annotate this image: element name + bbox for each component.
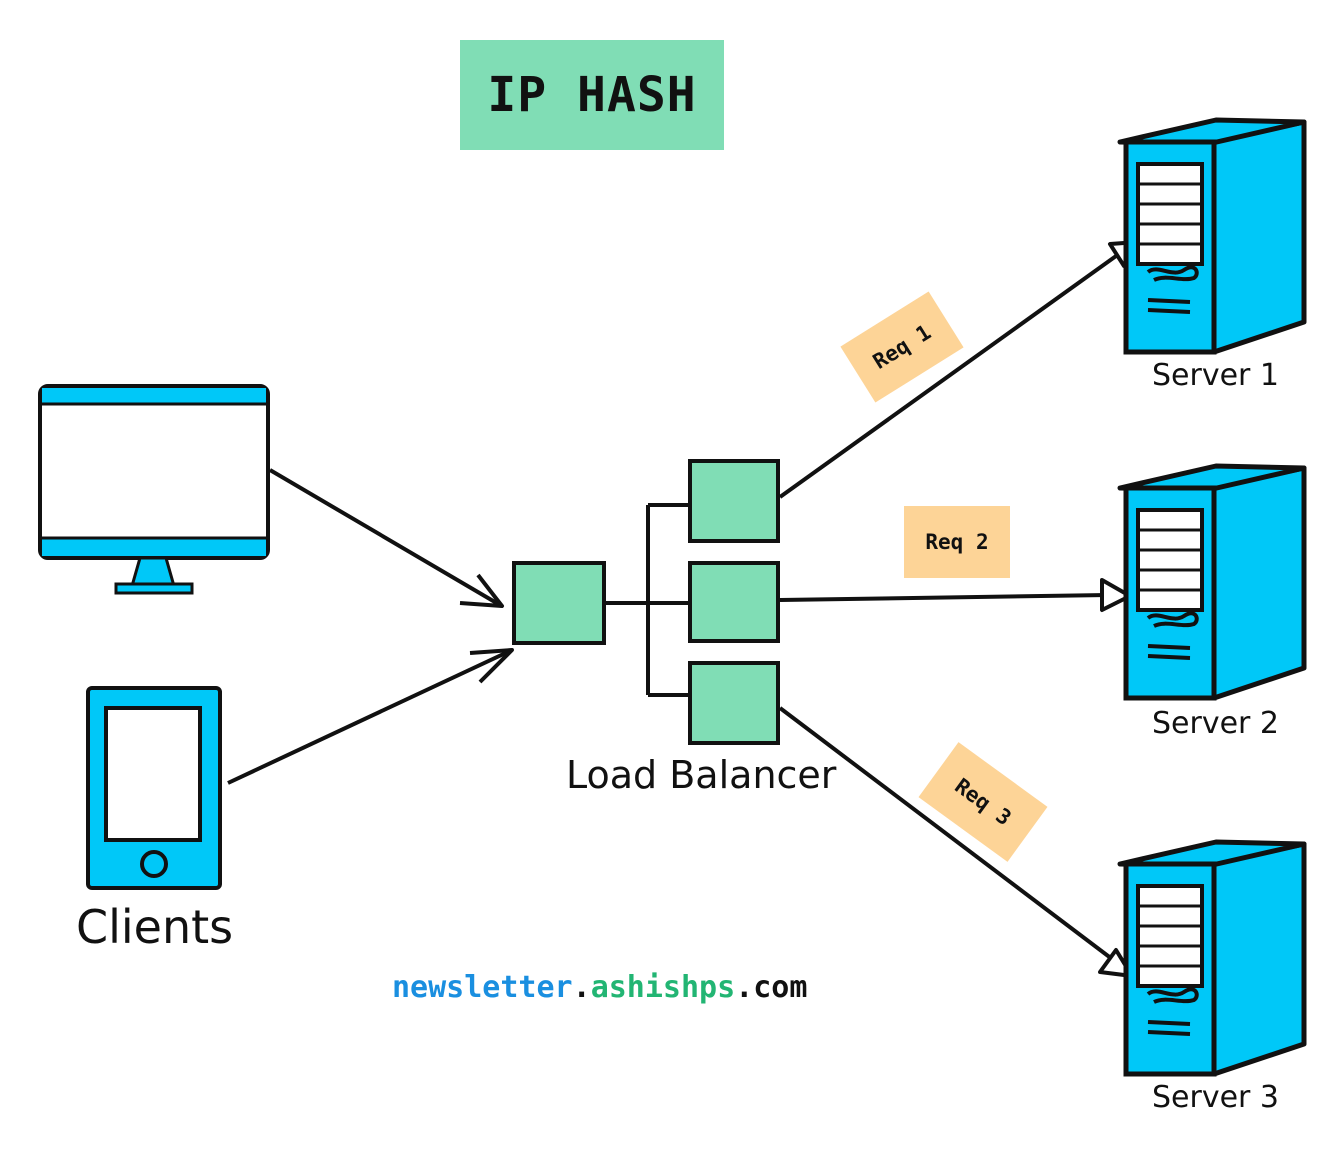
footer-dot-2: . (735, 970, 754, 1005)
server-icon (1120, 466, 1304, 698)
req-3-label: Req 3 (950, 773, 1016, 831)
footer-dot-1: . (572, 970, 591, 1005)
server-icon (1120, 120, 1304, 352)
footer-url: newsletter.ashishps.com (392, 970, 807, 1005)
title-box: IP HASH (460, 40, 724, 150)
req-1-label: Req 1 (868, 320, 936, 374)
monitor-icon (38, 384, 270, 595)
req2-arrow (779, 593, 1109, 602)
client-arrows (227, 468, 514, 785)
load-balancer (512, 459, 780, 745)
diagram-title: IP HASH (487, 67, 697, 123)
phone-icon (86, 686, 222, 890)
footer-part-2: ashishps (590, 970, 736, 1005)
phone-arrowhead (469, 648, 514, 684)
server-arrows (778, 240, 1140, 978)
server-icon (1120, 842, 1304, 1074)
lb-node-2 (688, 561, 780, 643)
server-1-label: Server 1 (1152, 358, 1280, 393)
req1-arrow (778, 244, 1132, 499)
lb-node-3 (688, 661, 780, 745)
server-3-label: Server 3 (1152, 1080, 1280, 1115)
clients-label: Clients (76, 900, 234, 954)
phone-to-lb-arrow (227, 648, 513, 785)
load-balancer-links (604, 503, 690, 697)
monitor-to-lb-arrow (268, 468, 502, 607)
req-2-label: Req 2 (925, 530, 989, 554)
lb-node-1 (688, 459, 780, 543)
req-2-tag: Req 2 (904, 506, 1010, 578)
server-2-label: Server 2 (1152, 706, 1280, 741)
footer-part-1: newsletter (392, 970, 573, 1005)
req3-arrow (778, 706, 1122, 967)
footer-part-3: com (753, 970, 808, 1005)
monitor-arrowhead (459, 573, 504, 608)
lb-entry-node (512, 561, 606, 645)
req2-arrowhead (1100, 578, 1132, 612)
load-balancer-label: Load Balancer (566, 753, 837, 797)
